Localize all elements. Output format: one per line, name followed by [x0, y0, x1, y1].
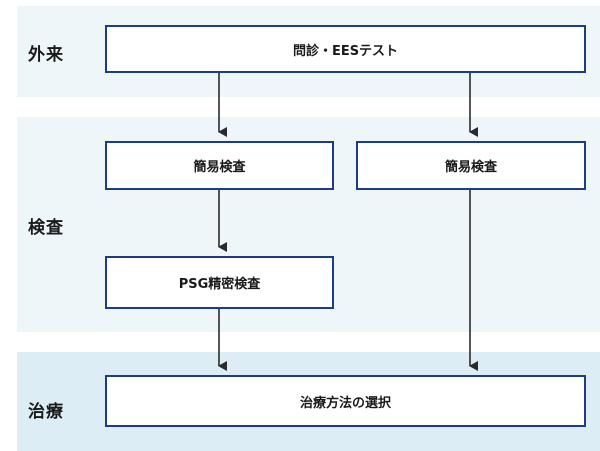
step-psg-detailed-test: PSG精密検査: [105, 256, 334, 309]
step-simple-test-right: 簡易検査: [356, 141, 586, 190]
phase-label-examination: 検査: [28, 218, 64, 238]
phase-label-treatment: 治療: [28, 402, 64, 422]
step-simple-test-left: 簡易検査: [105, 141, 334, 190]
step-interview-label: 問診・EESテスト: [292, 43, 399, 59]
phase-label-outpatient: 外来: [28, 45, 64, 65]
step-treatment-choice-label: 治療方法の選択: [299, 395, 391, 411]
step-simple-test-left-label: 簡易検査: [193, 160, 246, 175]
step-simple-test-right-label: 簡易検査: [444, 160, 497, 175]
step-interview-ees-test: 問診・EESテスト: [105, 25, 586, 73]
step-psg-label: PSG精密検査: [178, 277, 261, 292]
step-treatment-choice: 治療方法の選択: [105, 375, 586, 427]
